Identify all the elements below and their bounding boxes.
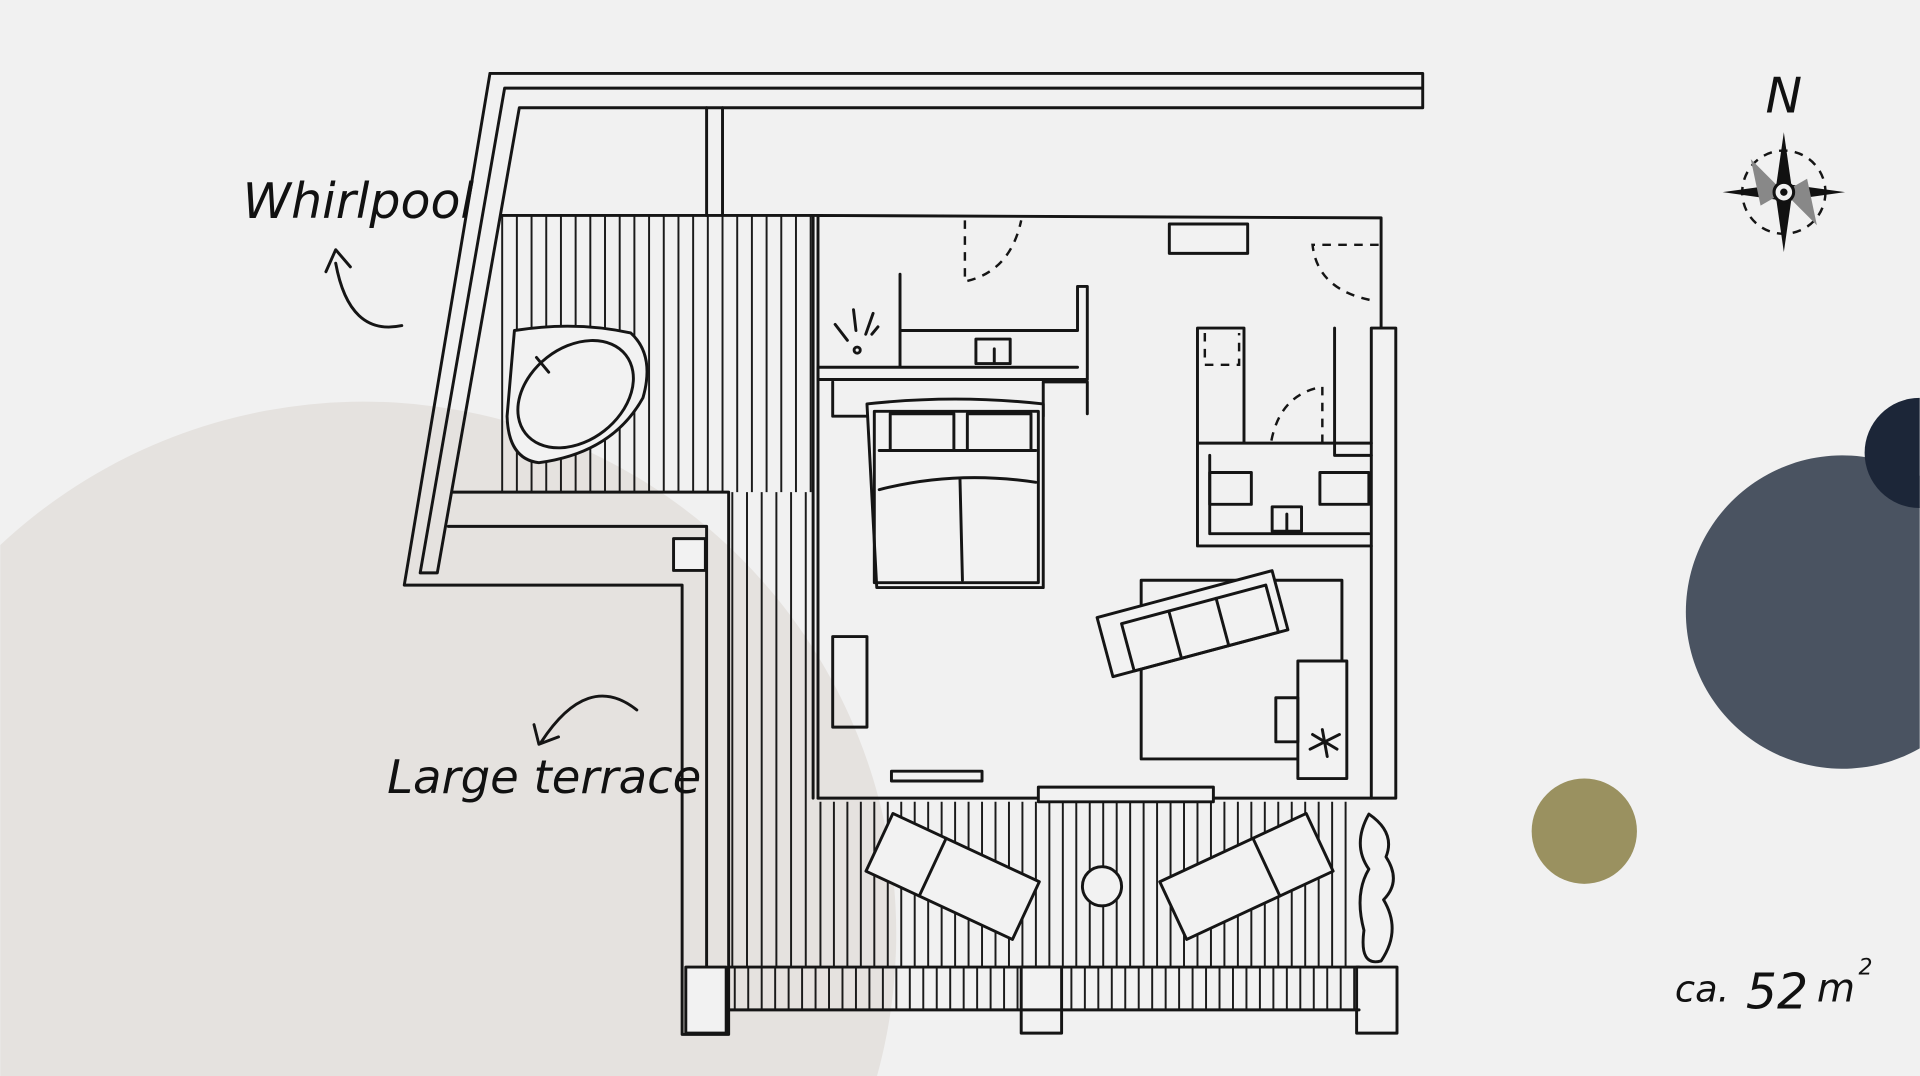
whirlpool-label: Whirlpool [243, 173, 475, 230]
area-prefix: ca. [1675, 967, 1729, 1010]
area-value: 52 [1746, 964, 1808, 1021]
navy-circle [1864, 397, 1920, 509]
north-label: N [1766, 68, 1803, 125]
area-label: ca. 52 m 2 [1675, 955, 1873, 1020]
terrace-arrow-icon [532, 694, 639, 746]
terrace-label: Large terrace [387, 750, 701, 804]
terrace-furniture [864, 812, 1395, 964]
area-superscript: 2 [1859, 955, 1873, 980]
living-area [831, 569, 1349, 783]
compass-rose-icon: N [1722, 68, 1846, 253]
slate-circle [1685, 455, 1920, 769]
double-bed [865, 397, 1045, 590]
outer-walls [402, 71, 1425, 1036]
interior-walls [811, 213, 1398, 804]
olive-circle [1531, 778, 1637, 884]
whirlpool-tub [505, 324, 649, 465]
area-unit: m [1817, 966, 1855, 1011]
whirlpool-arrow-icon [324, 248, 404, 329]
